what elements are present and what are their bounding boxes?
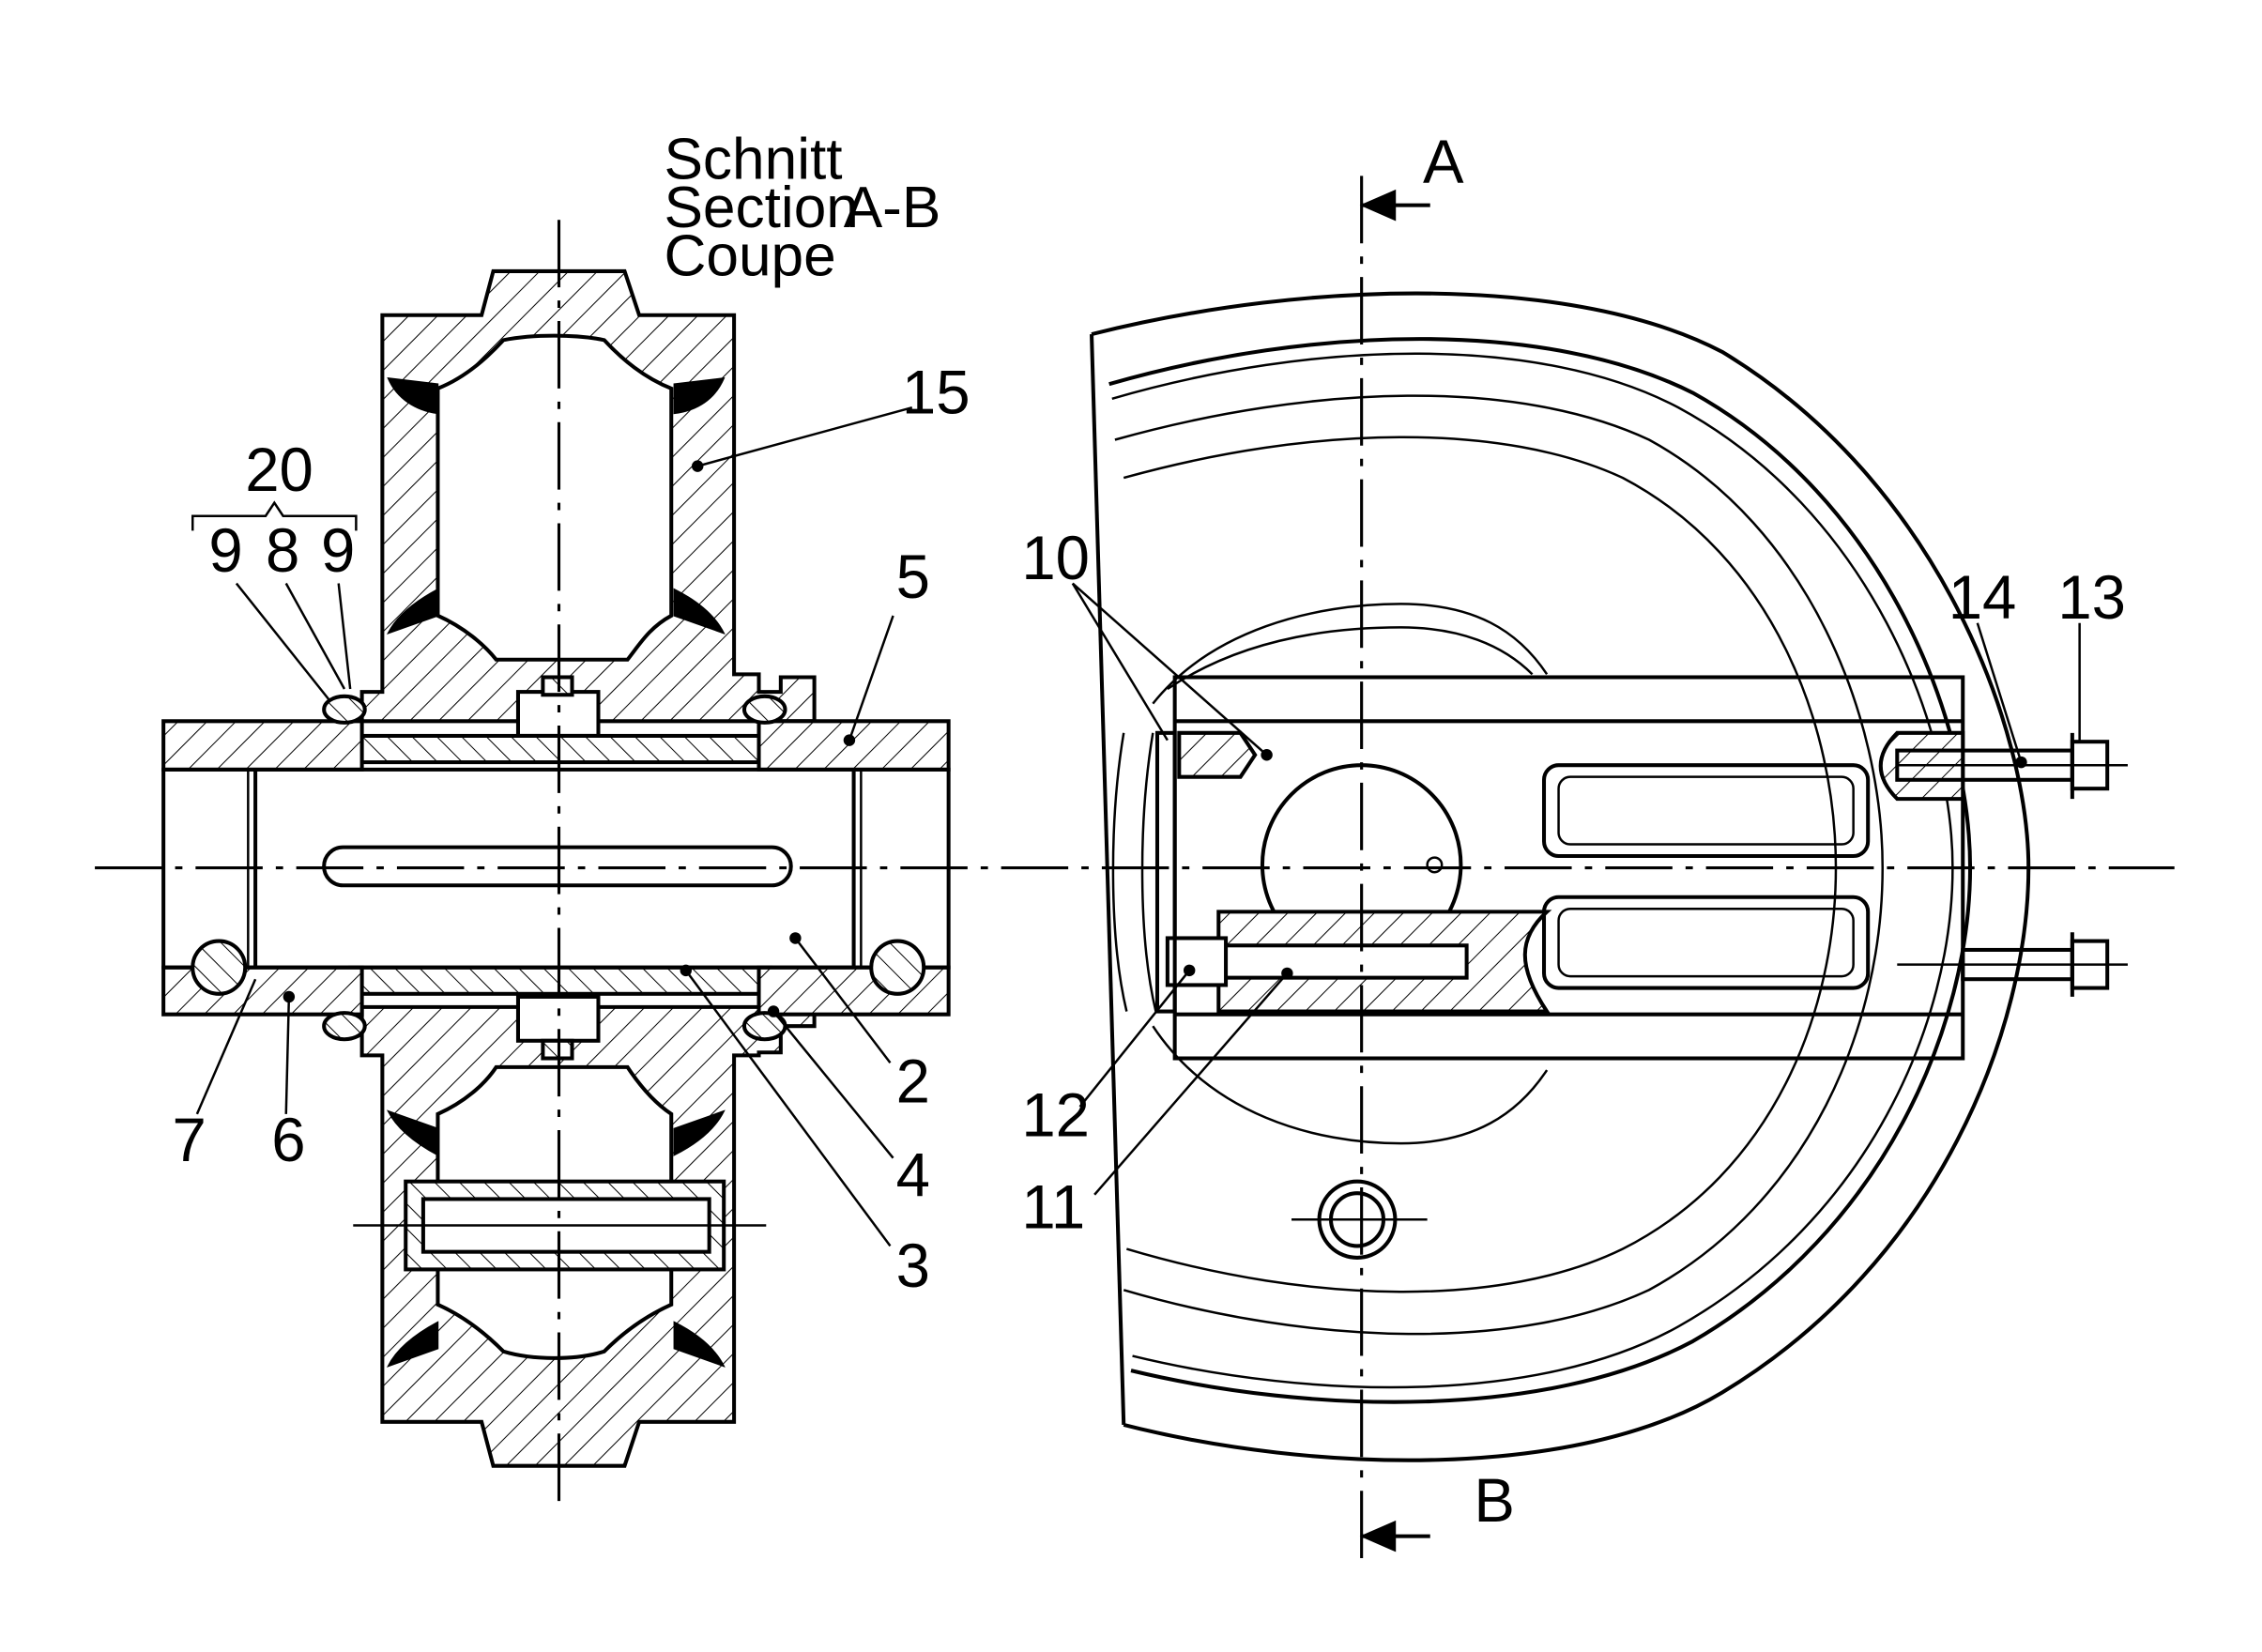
label-part-13: 13 — [2057, 563, 2126, 632]
section-title-id: A-B — [844, 176, 941, 240]
frame-slot-upper — [1541, 763, 1871, 859]
label-part-8: 8 — [266, 516, 299, 585]
label-part-12: 12 — [1021, 1080, 1090, 1149]
label-part-10: 10 — [1021, 524, 1090, 592]
section-title-line1: Schnitt — [664, 127, 842, 191]
label-part-2: 2 — [896, 1047, 930, 1115]
label-part-15: 15 — [902, 358, 971, 426]
section-title-line2: Section — [664, 176, 858, 240]
label-part-9-left: 9 — [208, 516, 242, 585]
wheel-cavity-upper — [436, 333, 674, 662]
label-part-5: 5 — [896, 543, 930, 611]
label-part-11: 11 — [1021, 1173, 1085, 1242]
label-part-4: 4 — [896, 1140, 930, 1209]
front-view: A B 10 12 11 14 13 — [1021, 128, 2128, 1568]
section-title-line3: Coupe — [664, 223, 835, 288]
label-part-3: 3 — [896, 1231, 930, 1300]
label-part-6: 6 — [271, 1106, 305, 1174]
frame-slot-lower — [1541, 895, 1871, 990]
collar-left — [161, 719, 364, 772]
section-marker-b: B — [1474, 1466, 1515, 1535]
label-part-14: 14 — [1949, 563, 2017, 632]
label-part-20: 20 — [245, 436, 313, 504]
o-ring-left — [191, 939, 248, 996]
label-part-9-right: 9 — [321, 516, 355, 585]
o-ring-right — [869, 939, 926, 996]
rim-outer — [1091, 291, 2031, 1462]
section-view: Schnitt Section Coupe A-B 15 20 9 8 9 5 … — [95, 127, 2175, 1510]
label-part-7: 7 — [172, 1106, 206, 1174]
section-marker-a: A — [1423, 128, 1464, 196]
